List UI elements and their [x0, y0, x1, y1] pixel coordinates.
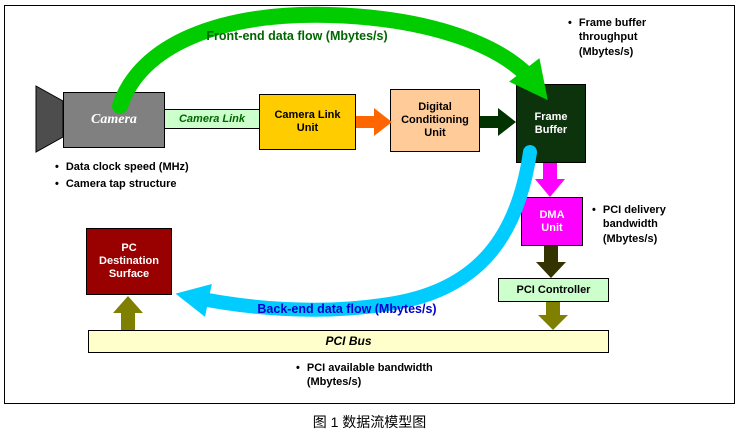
frame-buffer-node: Frame Buffer — [516, 84, 586, 163]
annotation-camera-notes: • Data clock speed (MHz) • Camera tap st… — [55, 160, 265, 195]
camera-link-unit-node: Camera Link Unit — [259, 94, 356, 150]
pc-destination-surface-label: PC Destination Surface — [99, 242, 159, 280]
front-end-flow-label: Front-end data flow (Mbytes/s) — [206, 29, 388, 43]
camera-link-connector: Camera Link — [164, 109, 260, 129]
camera-label: Camera — [91, 111, 137, 127]
pci-bus-node: PCI Bus — [88, 330, 609, 353]
digital-conditioning-unit-label: Digital Conditioning Unit — [401, 101, 469, 139]
annotation-pci-available-bandwidth: • PCI available bandwidth (Mbytes/s) — [296, 361, 526, 393]
annotation-text: PCI available bandwidth (Mbytes/s) — [306, 362, 433, 389]
dma-unit-label: DMA Unit — [539, 208, 565, 234]
annotation-item: • PCI available bandwidth (Mbytes/s) — [296, 361, 526, 390]
dma-unit-node: DMA Unit — [521, 197, 583, 246]
pci-controller-label: PCI Controller — [516, 283, 591, 296]
annotation-item: • PCI delivery bandwidth (Mbytes/s) — [592, 203, 732, 246]
frame-buffer-label: Frame Buffer — [534, 110, 568, 136]
annotation-pci-delivery-bandwidth: • PCI delivery bandwidth (Mbytes/s) — [592, 203, 732, 249]
bullet-icon: • — [55, 178, 59, 191]
annotation-item: • Camera tap structure — [55, 177, 265, 191]
pci-controller-node: PCI Controller — [498, 278, 609, 302]
annotation-text: Camera tap structure — [65, 178, 177, 191]
bullet-icon: • — [55, 161, 59, 173]
annotation-text: Frame buffer throughput (Mbytes/s) — [578, 17, 647, 58]
annotation-item: • Frame buffer throughput (Mbytes/s) — [568, 16, 728, 59]
digital-conditioning-unit-node: Digital Conditioning Unit — [390, 89, 480, 152]
annotation-frame-buffer-throughput: • Frame buffer throughput (Mbytes/s) — [568, 16, 728, 62]
annotation-text: PCI delivery bandwidth (Mbytes/s) — [602, 204, 666, 245]
bullet-icon: • — [296, 362, 300, 374]
camera-node: Camera — [63, 92, 165, 148]
bullet-icon: • — [568, 17, 572, 29]
camera-link-label: Camera Link — [178, 112, 246, 125]
bullet-icon: • — [592, 204, 596, 216]
camera-link-unit-label: Camera Link Unit — [274, 109, 341, 134]
annotation-item: • Data clock speed (MHz) — [55, 160, 265, 174]
pc-destination-surface-node: PC Destination Surface — [86, 228, 172, 295]
diagram-border — [4, 5, 735, 404]
annotation-text: Data clock speed (MHz) — [65, 161, 189, 173]
figure-caption: 图 1 数据流模型图 — [312, 414, 427, 430]
pci-bus-label: PCI Bus — [325, 334, 372, 349]
back-end-flow-label: Back-end data flow (Mbytes/s) — [257, 302, 437, 316]
